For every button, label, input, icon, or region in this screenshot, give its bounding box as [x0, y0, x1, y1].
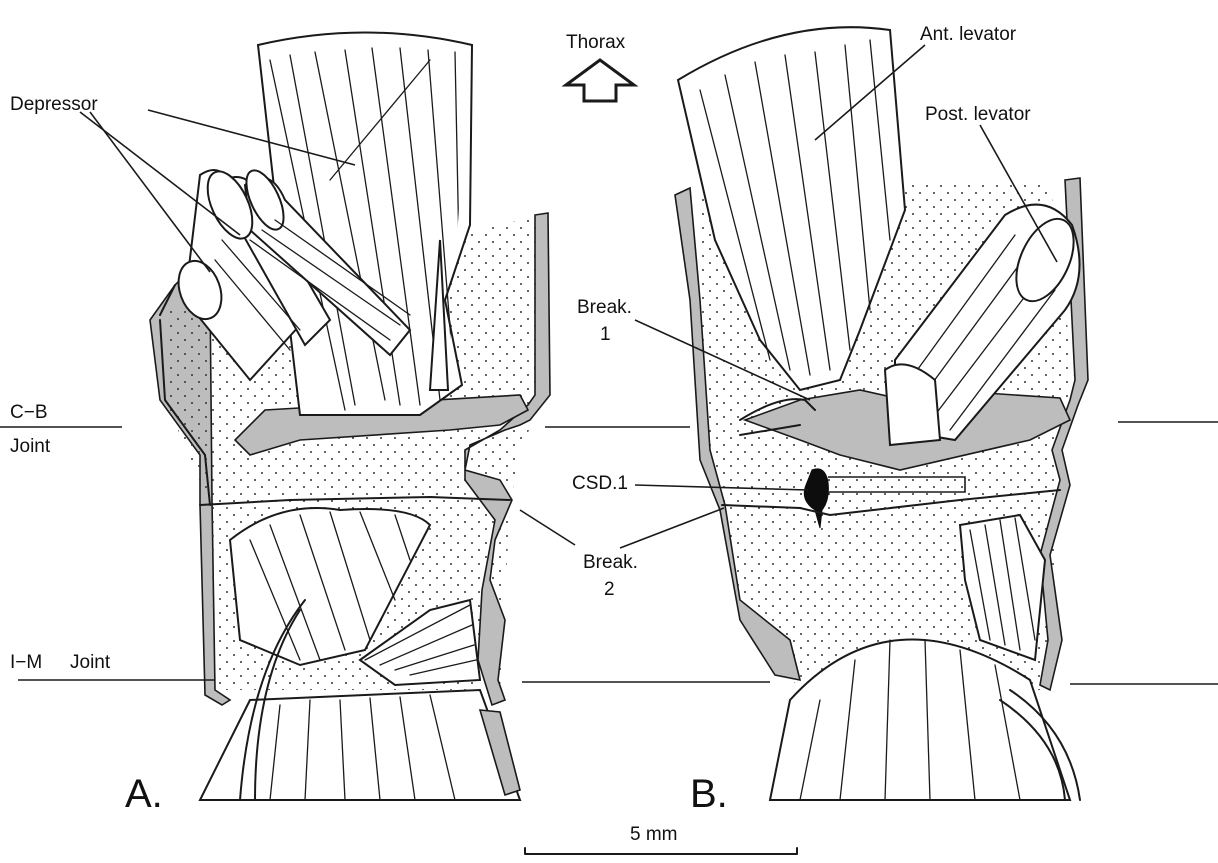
cb-joint-label-line1: C−B: [10, 402, 48, 423]
femur-a: [200, 690, 520, 800]
break2-leader-b: [620, 508, 724, 548]
break1-label-line1: Break.: [577, 297, 632, 318]
thorax-label: Thorax: [566, 32, 626, 53]
cb-joint-label-line2: Joint: [10, 436, 51, 457]
scale-bar: [525, 848, 797, 854]
panel-a-drawing: [150, 33, 550, 801]
depressor-label: Depressor: [10, 94, 98, 115]
panel-a-label: A.: [125, 772, 163, 816]
break2-label-line1: Break.: [583, 552, 638, 573]
im-joint-label-part2: Joint: [70, 652, 111, 673]
scale-label: 5 mm: [630, 824, 678, 845]
depressor-leader-3: [90, 112, 210, 272]
post-levator-label: Post. levator: [925, 104, 1031, 125]
post-levator-lower: [885, 364, 940, 445]
im-joint-label-part1: I−M: [10, 652, 42, 673]
panel-b-label: B.: [690, 772, 728, 816]
scale-bar-line: [525, 848, 797, 854]
csd1-label: CSD.1: [572, 473, 628, 494]
break1-label-line2: 1: [600, 324, 611, 345]
break2-leader-a: [520, 510, 575, 545]
panel-b-drawing: [675, 27, 1088, 800]
ant-levator-label: Ant. levator: [920, 24, 1017, 45]
up-arrow-icon: [566, 60, 634, 101]
break2-label-line2: 2: [604, 579, 615, 600]
